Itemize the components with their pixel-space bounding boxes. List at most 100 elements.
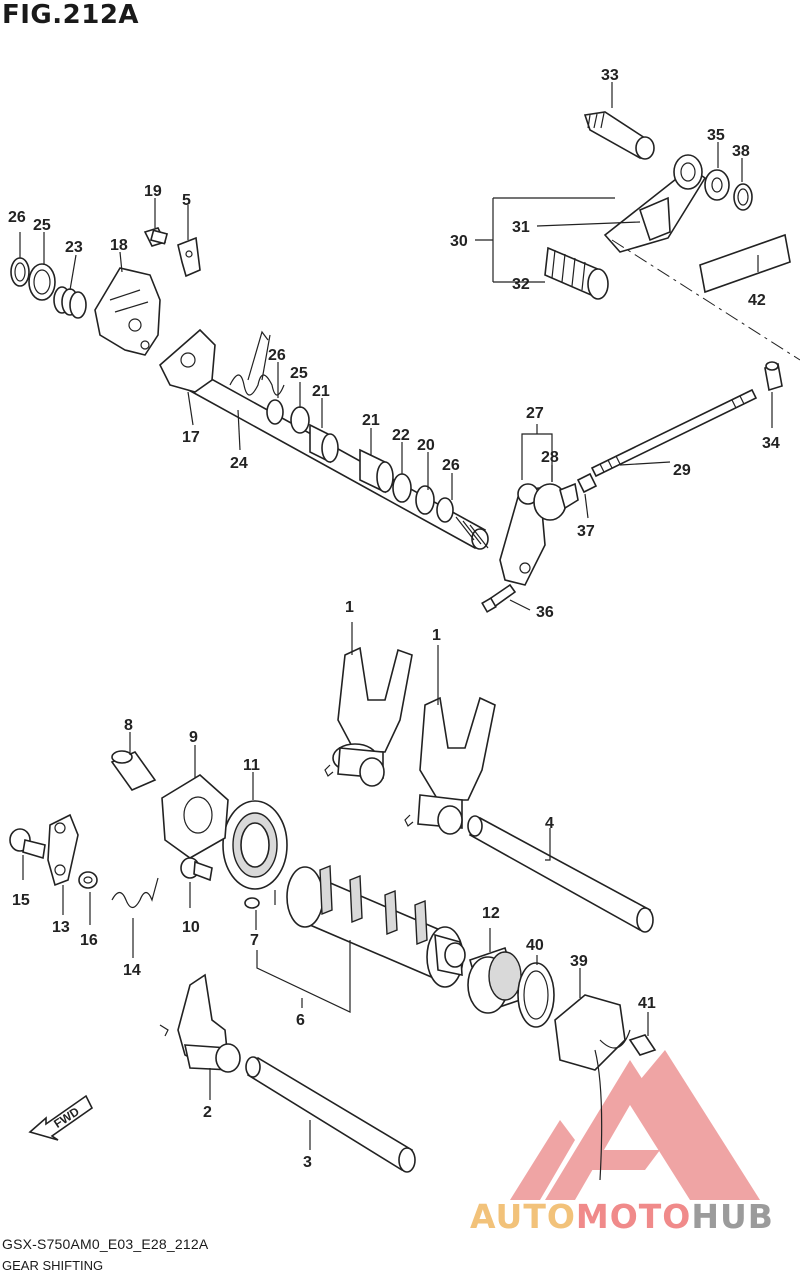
callout-21a: 21 [312, 383, 330, 400]
washer-35 [704, 169, 730, 201]
callout-24: 24 [230, 455, 248, 472]
forward-arrow-icon: FWD [28, 1094, 94, 1141]
callout-8: 8 [124, 717, 133, 734]
callout-18: 18 [110, 237, 128, 254]
callout-15: 15 [12, 892, 30, 909]
callout-30: 30 [450, 233, 468, 250]
callout-42: 42 [748, 292, 766, 309]
callout-17: 17 [182, 429, 200, 446]
callout-36: 36 [536, 604, 554, 621]
fork-shaft-4 [467, 815, 654, 933]
washer-5 [177, 236, 201, 278]
bolt-10 [180, 857, 213, 882]
seal-26-top [10, 257, 30, 287]
assembly-line [611, 239, 800, 361]
figure-code: GSX-S750AM0_E03_E28_212A [2, 1236, 209, 1252]
callout-19: 19 [144, 183, 162, 200]
shaft-collars [266, 399, 454, 523]
callout-16: 16 [80, 932, 98, 949]
rod-end-28 [533, 482, 579, 521]
callout-33: 33 [601, 67, 619, 84]
callout-38: 38 [732, 143, 750, 160]
callout-41: 41 [638, 995, 656, 1012]
clip-38 [733, 183, 753, 211]
screw-41 [628, 1034, 657, 1056]
leader-lines [19, 82, 773, 1150]
callout-1a: 1 [345, 599, 354, 616]
bearing-11 [222, 800, 288, 890]
shift-cam-drum-6 [286, 864, 466, 988]
callout-5: 5 [182, 192, 191, 209]
callout-25a: 25 [33, 217, 51, 234]
callout-31: 31 [512, 219, 530, 236]
callout-32: 32 [512, 276, 530, 293]
callout-26a: 26 [8, 209, 26, 226]
spring-23 [53, 286, 87, 319]
shift-fork-1b [404, 696, 496, 835]
watermark-moto: MOTO [575, 1197, 692, 1236]
nut-37 [576, 472, 598, 494]
spring-14 [111, 877, 159, 909]
callout-39: 39 [570, 953, 588, 970]
callout-9: 9 [189, 729, 198, 746]
pin-8 [110, 750, 157, 791]
watermark-hub: HUB [691, 1197, 774, 1236]
callout-21b: 21 [362, 412, 380, 429]
shift-fork-1a [324, 646, 413, 787]
callout-13: 13 [52, 919, 70, 936]
footpeg-rubber-part-32 [544, 246, 609, 300]
shift-fork-2 [159, 973, 241, 1073]
callout-40: 40 [526, 937, 544, 954]
pin-7 [244, 897, 260, 909]
callout-20: 20 [417, 437, 435, 454]
callout-14: 14 [123, 962, 141, 979]
callout-26b: 26 [268, 347, 286, 364]
watermark-auto: AUTO [470, 1197, 576, 1236]
pivot-bolt-33 [583, 111, 655, 160]
cam-stopper-plate-9 [161, 774, 229, 859]
callout-7: 7 [250, 932, 259, 949]
watermark-text: AUTOMOTOHUB [470, 1197, 774, 1236]
callout-28: 28 [541, 449, 559, 466]
callout-6: 6 [296, 1012, 305, 1029]
decal-42 [699, 233, 791, 294]
seal-25-top [28, 263, 56, 301]
bolt-15 [9, 828, 46, 860]
tie-rod-29 [590, 388, 758, 478]
collar-34 [764, 361, 783, 392]
callout-4: 4 [545, 815, 554, 832]
fork-shaft-3 [245, 1056, 416, 1173]
figure-title: FIG.212A [2, 0, 140, 30]
shift-arm-part-17 [159, 328, 216, 393]
return-spring-part [229, 330, 285, 396]
callout-25b: 25 [290, 365, 308, 382]
link-arm-part-27 [499, 483, 546, 586]
bearing-12 [467, 946, 522, 1014]
stopper-arm-13 [47, 813, 79, 887]
shift-plate-part-18 [94, 267, 161, 356]
callout-numbers: 1 1 2 3 4 5 6 7 8 9 10 11 12 13 14 15 16… [8, 67, 780, 1171]
bolt-19 [143, 227, 169, 247]
callout-12: 12 [482, 905, 500, 922]
callout-23: 23 [65, 239, 83, 256]
washer-16 [78, 871, 98, 889]
watermark-logo-icon [510, 1050, 760, 1200]
callout-26c: 26 [442, 457, 460, 474]
gasket-40 [517, 962, 555, 1028]
callout-37: 37 [577, 523, 595, 540]
gear-position-sensor-39 [554, 994, 631, 1181]
callout-34: 34 [762, 435, 780, 452]
figure-name: GEAR SHIFTING [2, 1258, 104, 1273]
callout-11: 11 [243, 757, 260, 774]
callout-1b: 1 [432, 627, 441, 644]
callout-35: 35 [707, 127, 725, 144]
gearshift-lever-part-30 [603, 154, 707, 253]
callout-22: 22 [392, 427, 410, 444]
callout-29: 29 [673, 462, 691, 479]
callout-27: 27 [526, 405, 544, 422]
callout-3: 3 [303, 1154, 312, 1171]
bolt-36 [481, 583, 517, 613]
callout-2: 2 [203, 1104, 212, 1121]
callout-10: 10 [182, 919, 200, 936]
